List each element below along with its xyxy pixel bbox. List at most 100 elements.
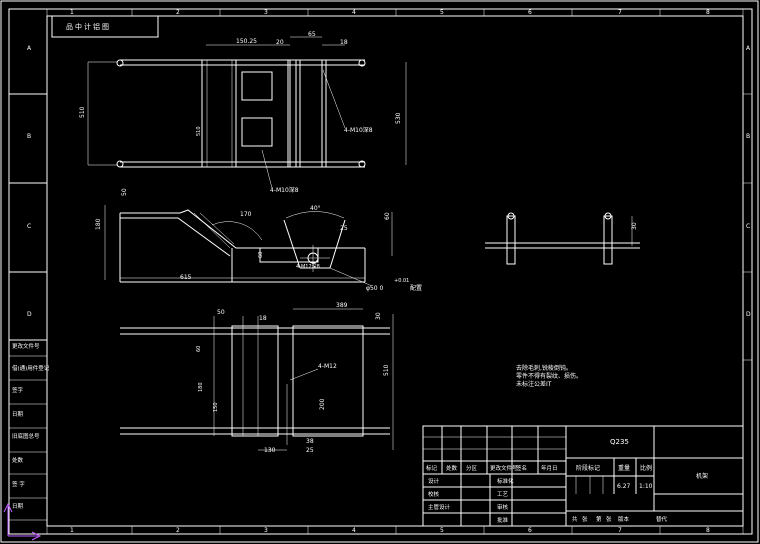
title-block: Q235 机架 阶段标记 重量 比例 6.27 1:10 标记处数分区更改文件号… (422, 425, 744, 527)
note-3: 未标注公差IT (516, 380, 552, 388)
tb-header-3: 更改文件号 (490, 464, 518, 472)
zone-row-left-A: A (27, 45, 32, 52)
zone-row-right-C: C (746, 223, 750, 230)
tb-footer-3: 张 (606, 515, 612, 523)
zone-column-top-2: 2 (176, 9, 180, 16)
corner-label: 品中计铝图 (66, 22, 111, 31)
dim-bottom-200: 200 (319, 398, 326, 410)
dim-bottom-180: 180 (198, 382, 204, 392)
tb-header-1: 处数 (446, 464, 458, 472)
dim-bottom-30: 30 (375, 312, 382, 320)
zone-rows-left: A B C D (27, 45, 32, 318)
top-view: 510 530 150.25 65 18 20 4-M10深8 4-M10深8 … (79, 31, 407, 194)
tb-footer-1: 张 (582, 515, 588, 523)
tb-mid-row-0: 标准化 (497, 477, 514, 485)
zone-row-left-D: D (27, 311, 32, 318)
left-column-label-2: 签字 (12, 386, 24, 394)
dim-front-phi: φ50 0 (366, 285, 384, 292)
front-view: 615 180 50 170 40° 60 25 60 4-M12深8 φ50 … (95, 188, 422, 292)
tb-header-2: 分区 (466, 464, 478, 472)
left-column-label-3: 日期 (12, 411, 24, 418)
dim-side-30: 30 (631, 222, 638, 230)
tb-header-0: 标记 (426, 464, 438, 472)
dim-top-510-mid: 510 (196, 126, 202, 136)
tb-footer-2: 第 (596, 515, 602, 523)
dim-front-fit: 配置 (410, 285, 422, 292)
bottom-view: 510 389 50 18 30 4-M12 60 180 150 200 13… (120, 302, 394, 454)
dim-bottom-18: 18 (259, 315, 267, 322)
dim-front-170: 170 (240, 211, 252, 218)
tb-header-4: 签名 (516, 464, 527, 472)
left-column-label-0: 更改文件号 (12, 342, 40, 350)
left-column-label-1: 借(通)用件登记 (12, 364, 50, 372)
zone-column-bottom-6: 6 (528, 527, 532, 534)
tb-left-row-0: 设计 (428, 477, 440, 485)
dim-top-530: 530 (395, 112, 402, 124)
dim-top-510-left: 510 (79, 106, 86, 118)
dim-bottom-25: 25 (306, 447, 314, 454)
technical-notes: 去除毛刺,锐棱倒钝。 零件不得有裂纹、损伤。 未标注公差IT (516, 364, 582, 388)
dim-top-thread: 4-M10深8 (344, 126, 373, 134)
dim-bottom-38: 38 (306, 438, 314, 445)
tb-mid-row-1: 工艺 (497, 491, 509, 498)
dim-bottom-150: 150 (213, 402, 219, 412)
left-column-label-5: 处数 (12, 456, 24, 464)
left-column-label-6: 签 字 (12, 480, 25, 488)
left-column-label-4: 旧底图总号 (12, 432, 40, 440)
dim-bottom-thread: 4-M12 (318, 363, 337, 370)
left-column-label-7: 日期 (12, 503, 24, 510)
zone-column-bottom-5: 5 (440, 527, 444, 534)
tb-weight-label: 重量 (618, 464, 630, 472)
zone-column-top-4: 4 (352, 9, 356, 16)
zone-column-top-6: 6 (528, 9, 532, 16)
dim-front-tol: +0.01 (394, 278, 409, 284)
tb-left-row-2: 主管设计 (428, 503, 451, 511)
tb-footer-0: 共 (572, 515, 578, 523)
zone-column-bottom-2: 2 (176, 527, 180, 534)
zone-row-right-A: A (746, 45, 751, 52)
tb-mid-row-2: 审核 (497, 503, 509, 511)
zone-column-top-8: 8 (706, 9, 710, 16)
tb-weight: 6.27 (617, 483, 631, 490)
tb-material: Q235 (610, 438, 629, 446)
dim-top-65: 65 (308, 31, 316, 38)
corner-label-box (51, 15, 159, 38)
tb-footer-4: 版本 (618, 515, 630, 523)
tb-part-name: 机架 (696, 472, 708, 480)
dim-front-615: 615 (180, 274, 192, 281)
dim-top-150: 150.25 (236, 38, 257, 45)
tb-mid-row-3: 批准 (497, 516, 509, 524)
zone-row-right-D: D (746, 311, 751, 318)
tb-footer-5: 替代 (656, 515, 668, 523)
dim-bottom-130: 130 (264, 447, 276, 454)
ucs-icon (3, 502, 42, 541)
dim-front-25: 25 (340, 225, 348, 232)
tb-scale-label: 比例 (640, 464, 652, 472)
dim-top-thread2: 4-M10深8 (270, 186, 299, 194)
drawing-border (46, 15, 744, 527)
zone-row-left-C: C (27, 223, 31, 230)
tb-left-row-1: 校核 (428, 490, 440, 498)
dim-bottom-60: 60 (196, 346, 202, 352)
dim-front-50: 50 (121, 188, 128, 196)
zone-column-top-5: 5 (440, 9, 444, 16)
tb-stage-label: 阶段标记 (576, 464, 600, 472)
zone-column-bottom-3: 3 (264, 527, 268, 534)
dim-front-60: 60 (258, 252, 264, 258)
zone-row-left-B: B (27, 133, 31, 140)
dim-bottom-510: 510 (383, 364, 390, 376)
zone-column-bottom-4: 4 (352, 527, 356, 534)
zone-column-top-3: 3 (264, 9, 268, 16)
dim-top-20: 20 (276, 39, 284, 46)
dim-bottom-389: 389 (336, 302, 348, 309)
zone-row-right-B: B (746, 133, 750, 140)
note-1: 去除毛刺,锐棱倒钝。 (516, 364, 572, 372)
side-view: 30 (485, 212, 640, 265)
zone-rows-right: A B C D (743, 45, 752, 361)
dim-bottom-50: 50 (217, 309, 225, 316)
